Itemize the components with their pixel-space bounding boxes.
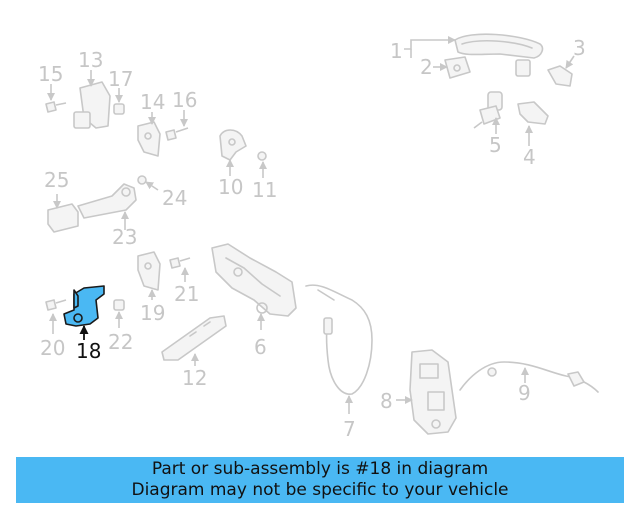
callout-14[interactable]: 14 xyxy=(140,90,166,114)
banner-line-2: Diagram may not be specific to your vehi… xyxy=(131,480,509,500)
callout-24[interactable]: 24 xyxy=(162,186,188,210)
callout-9[interactable]: 9 xyxy=(518,381,531,405)
part-4-cap xyxy=(517,101,549,125)
callout-2[interactable]: 2 xyxy=(420,55,433,79)
part-5-lock-cylinder xyxy=(473,91,503,129)
parts-diagram xyxy=(45,33,599,435)
part-19-hinge-plate xyxy=(137,251,161,291)
callout-25[interactable]: 25 xyxy=(44,168,70,192)
callout-5[interactable]: 5 xyxy=(489,133,502,157)
info-banner: Part or sub-assembly is #18 in diagram D… xyxy=(16,457,624,503)
part-14-hinge-plate xyxy=(137,121,161,157)
part-2-handle-base xyxy=(444,56,471,79)
callout-11[interactable]: 11 xyxy=(252,178,278,202)
callout-7[interactable]: 7 xyxy=(343,417,356,441)
callout-13[interactable]: 13 xyxy=(78,48,104,72)
part-18-highlighted-hinge[interactable] xyxy=(63,285,105,327)
callout-8[interactable]: 8 xyxy=(380,389,393,413)
part-1-outer-handle xyxy=(454,33,544,77)
callout-3[interactable]: 3 xyxy=(573,36,586,60)
part-6-latch-bracket xyxy=(211,243,297,317)
callout-16[interactable]: 16 xyxy=(172,88,198,112)
part-17-nut xyxy=(113,103,125,115)
callout-22[interactable]: 22 xyxy=(108,330,134,354)
callout-23[interactable]: 23 xyxy=(112,225,138,249)
callout-4[interactable]: 4 xyxy=(523,145,536,169)
banner-line-1: Part or sub-assembly is #18 in diagram xyxy=(151,459,489,479)
callout-15[interactable]: 15 xyxy=(38,62,64,86)
part-23-door-check xyxy=(77,183,137,219)
part-12-stiffener xyxy=(161,315,227,361)
part-16-bolt xyxy=(165,127,189,141)
callout-19[interactable]: 19 xyxy=(140,301,166,325)
leader-lines xyxy=(47,36,575,414)
part-21-bolt xyxy=(169,257,191,269)
part-24-bolt xyxy=(137,175,147,185)
callout-17[interactable]: 17 xyxy=(108,67,134,91)
callout-18[interactable]: 18 xyxy=(76,339,102,363)
part-11-screw xyxy=(257,151,267,161)
callout-21[interactable]: 21 xyxy=(174,282,200,306)
callout-12[interactable]: 12 xyxy=(182,366,208,390)
part-9-rod xyxy=(459,361,599,393)
callout-1[interactable]: 1 xyxy=(390,39,403,63)
part-3-handle-cover xyxy=(547,65,573,87)
callout-6[interactable]: 6 xyxy=(254,335,267,359)
part-22-nut xyxy=(113,299,125,311)
part-20-bolt xyxy=(45,299,67,311)
part-7-cable xyxy=(305,284,373,395)
part-25-check-block xyxy=(47,203,79,233)
part-15-bolt xyxy=(45,101,67,113)
part-13-hinge xyxy=(73,81,111,129)
part-10-plate xyxy=(219,129,247,161)
callout-20[interactable]: 20 xyxy=(40,336,66,360)
callout-10[interactable]: 10 xyxy=(218,175,244,199)
part-8-door-latch xyxy=(409,349,457,435)
